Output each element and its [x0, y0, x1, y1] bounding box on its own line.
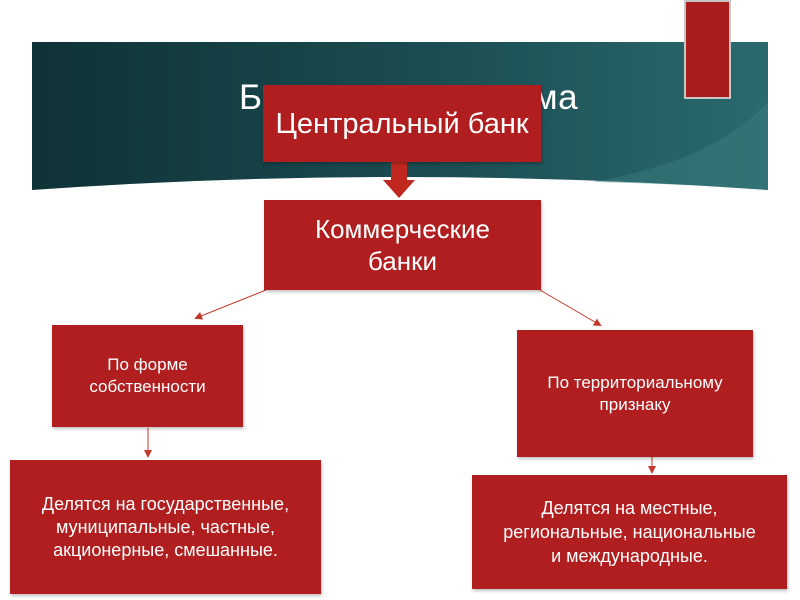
commercial-banks-box: Коммерческие банки [264, 200, 541, 290]
territory-label: По территориальному признаку [547, 372, 723, 414]
territory-types-box: Делятся на местные, региональные, национ… [472, 475, 787, 589]
commercial-banks-label: Коммерческие банки [314, 214, 491, 276]
ownership-types-box: Делятся на государственные, муниципальны… [10, 460, 321, 594]
commercial-to-ownership-arrow [194, 289, 267, 320]
ownership-label: По форме собственности [89, 355, 206, 396]
corner-decoration [684, 0, 731, 99]
central-bank-box: Центральный банк [263, 85, 541, 162]
territory-box: По территориальному признаку [517, 330, 753, 457]
central-to-commercial-arrow [383, 162, 415, 198]
ownership-box: По форме собственности [52, 325, 243, 427]
ownership-types-label: Делятся на государственные, муниципальны… [41, 493, 290, 560]
central-bank-label: Центральный банк [275, 107, 529, 140]
commercial-to-territory-arrow [539, 289, 602, 327]
territory-types-label: Делятся на местные, региональные, национ… [503, 498, 756, 566]
